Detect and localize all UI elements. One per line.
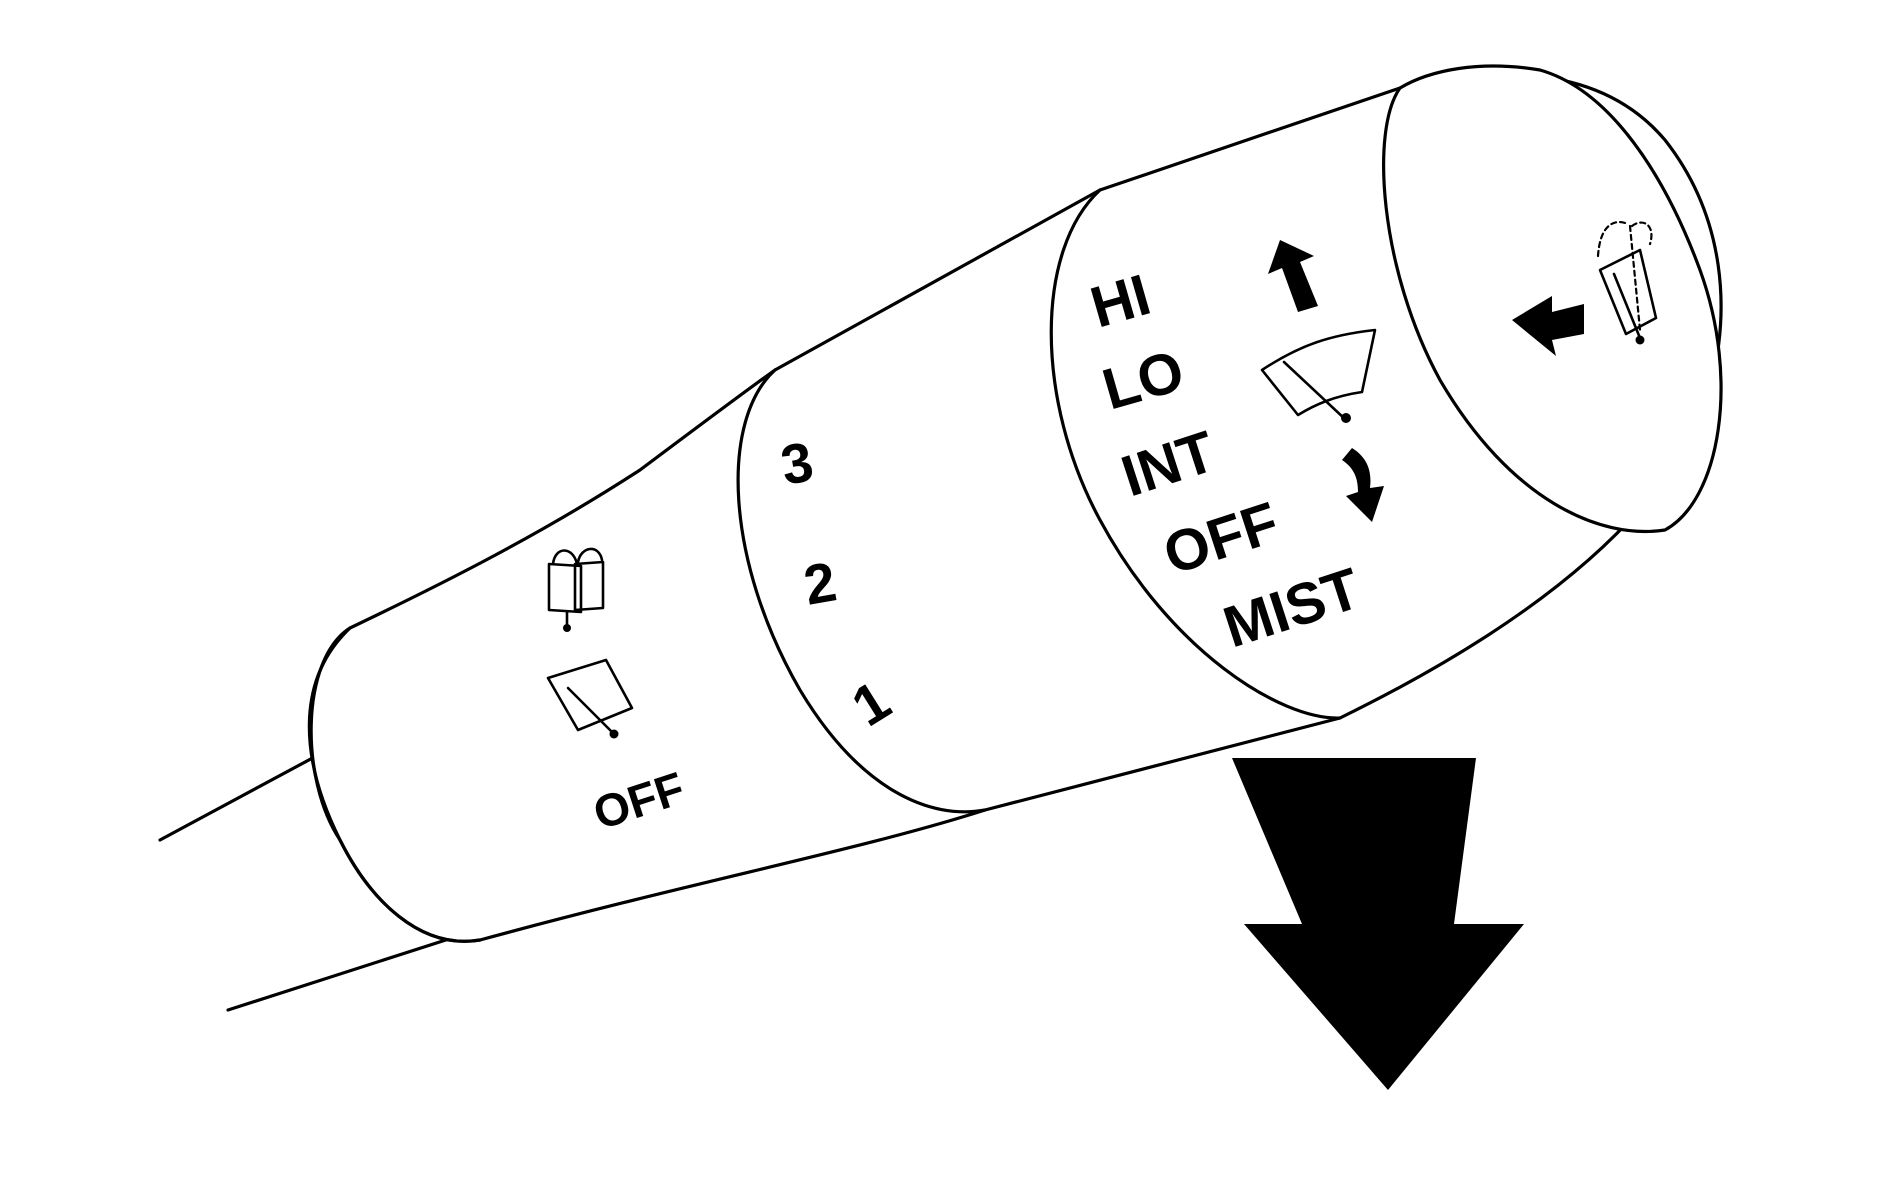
washer-ring[interactable] — [736, 368, 987, 814]
up-arrow-icon — [1268, 240, 1318, 312]
front-washer-icon — [1596, 221, 1658, 345]
rear-wiper-ring[interactable] — [309, 626, 482, 943]
end-cap[interactable] — [1382, 64, 1723, 534]
down-arrow-icon — [1342, 448, 1384, 522]
front-wiper-ring[interactable] — [1049, 188, 1342, 720]
lever-stem — [158, 752, 454, 1012]
rear-wiper-icon — [546, 658, 634, 739]
push-arrow-icon — [1512, 296, 1584, 356]
pull-down-arrow-icon — [1232, 758, 1524, 1090]
wiper-sweep-icon — [1260, 328, 1377, 423]
rear-washer-icon — [547, 547, 605, 632]
